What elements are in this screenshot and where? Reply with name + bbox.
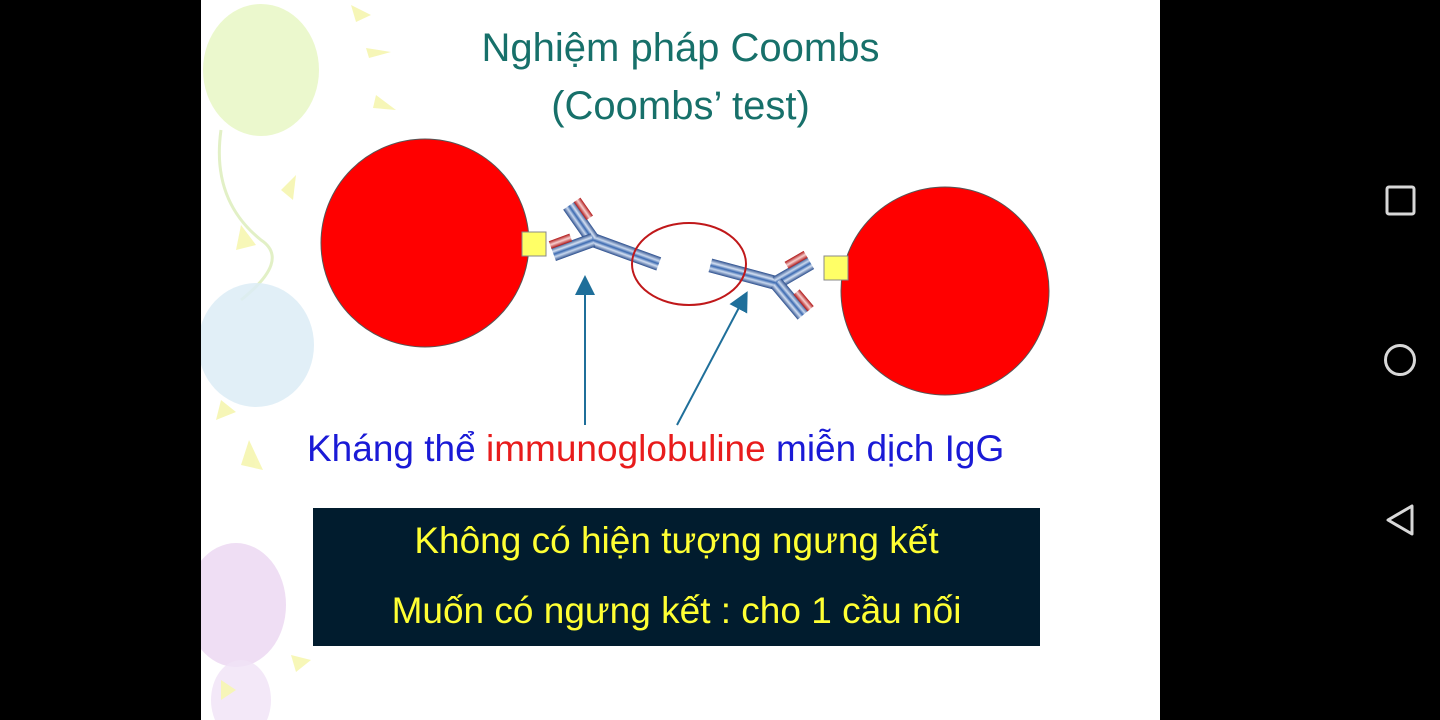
antibody-left [548,197,662,271]
home-button[interactable] [1380,340,1420,380]
caption-part-3: miễn dịch IgG [765,428,1005,469]
arrow-right [676,291,748,426]
fc-region-ellipse [631,222,747,306]
antigen-right [823,255,849,281]
slide-subtitle: (Coombs’ test) [551,84,810,128]
red-blood-cell-right [840,186,1050,396]
red-blood-cell-left [320,138,530,348]
antibody-right [708,250,815,320]
triangle-back-icon [1386,504,1414,536]
antibody-caption: Kháng thể immunoglobuline miễn dịch IgG [307,420,1067,478]
caption-immunoglobuline: immunoglobuline [485,428,766,469]
recents-button[interactable] [1380,180,1420,220]
slide-title: Nghiệm pháp Coombs [481,26,880,70]
android-nav-bar [1160,0,1440,720]
back-button[interactable] [1380,500,1420,540]
balloon-decoration [201,4,396,720]
coombs-diagram [320,138,1050,426]
slide: Nghiệm pháp Coombs (Coombs’ test) [201,0,1160,720]
square-icon [1385,185,1416,216]
circle-icon [1384,344,1416,376]
antigen-left [521,231,547,257]
caption-part-1: Kháng thể [307,428,486,469]
info-box-line-1: Không có hiện tượng ngưng kết [414,520,939,561]
info-box: Không có hiện tượng ngưng kết Muốn có ng… [313,508,1040,646]
info-box-line-2: Muốn có ngưng kết : cho 1 cầu nối [391,590,962,631]
